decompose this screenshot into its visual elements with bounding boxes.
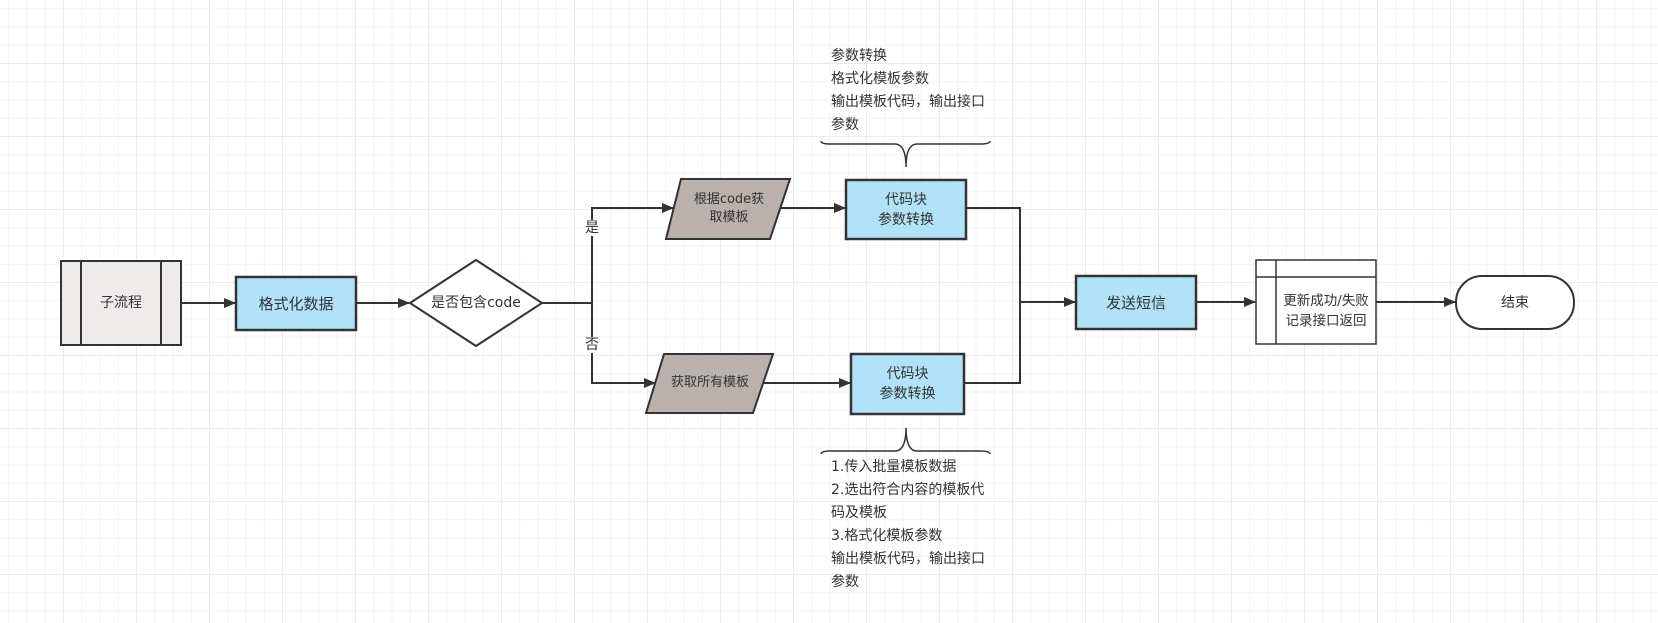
get-by-code-label: 根据code获 取模板	[693, 192, 765, 225]
send-sms-label: 发送短信	[1105, 293, 1166, 312]
get-by-code-node[interactable]	[664, 178, 792, 240]
code-block-bottom-label: 代码块 参数转换	[879, 366, 936, 402]
subprocess-label: 子流程	[100, 295, 142, 311]
end-node[interactable]	[1455, 275, 1575, 330]
format-data-label: 格式化数据	[258, 294, 334, 313]
code-block-top-node[interactable]	[844, 178, 968, 241]
no-edge-label: 否	[584, 337, 600, 353]
get-all-label: 获取所有模板	[670, 375, 749, 390]
send-sms-node[interactable]	[1074, 274, 1198, 331]
edge-decision-no[interactable]	[591, 303, 656, 388]
edge-codeblock-top-merge[interactable]	[964, 207, 1021, 384]
yes-edge-label: 是	[584, 220, 600, 236]
end-label: 结束	[1501, 294, 1529, 311]
top-annotation: 参数转换 格式化模板参数 输出模板代码，输出接口 参数	[831, 48, 985, 133]
subprocess-node[interactable]	[60, 260, 182, 346]
update-record-node[interactable]	[1255, 259, 1377, 345]
code-block-bottom-node[interactable]	[849, 352, 966, 416]
get-all-node[interactable]	[644, 353, 775, 414]
top-annotation-brace	[820, 140, 991, 168]
update-record-label: 更新成功/失败 记录接口返回	[1283, 292, 1369, 329]
code-block-top-label: 代码块 参数转换	[878, 191, 934, 228]
bottom-annotation-brace	[820, 427, 991, 455]
edge-decision-yes[interactable]	[542, 203, 674, 304]
bottom-annotation: 1.传入批量模板数据 2.选出符合内容的模板代 码及模板 3.格式化模板参数 输…	[831, 459, 985, 590]
decision-label: 是否包含code	[431, 295, 521, 311]
